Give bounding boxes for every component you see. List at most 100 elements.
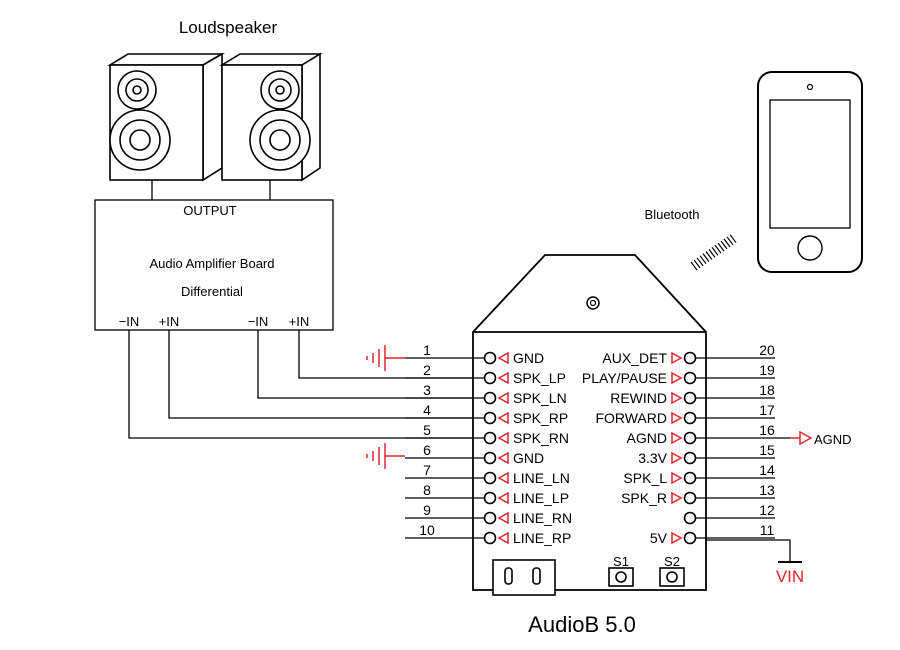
output-arrow-icon — [671, 451, 683, 465]
pin-pad — [683, 451, 697, 465]
pin-pad — [483, 371, 497, 385]
pin-label: SPK_R — [621, 490, 667, 506]
pin-pad — [483, 411, 497, 425]
output-arrow-icon — [671, 431, 683, 445]
audiob-module: S1 S2 — [472, 254, 707, 596]
pin-label: SPK_LP — [513, 370, 566, 386]
pin-number: 5 — [423, 422, 431, 438]
amp-input-label: +IN — [289, 314, 310, 329]
pin-number: 13 — [759, 482, 775, 498]
pin-pad — [683, 351, 697, 365]
pin-label: LINE_RP — [513, 530, 571, 546]
pin-number: 8 — [423, 482, 431, 498]
pin-label: FORWARD — [595, 410, 667, 426]
pin-label: SPK_LN — [513, 390, 567, 406]
pin-number: 18 — [759, 382, 775, 398]
pin-number: 20 — [759, 342, 775, 358]
input-arrow-icon — [497, 351, 509, 365]
right-pin: 3.3V 15 — [638, 442, 775, 466]
amp-title: Audio Amplifier Board — [149, 256, 274, 271]
right-pin: SPK_R 13 — [621, 482, 775, 506]
switch-s1[interactable] — [608, 567, 634, 587]
amp-input-wires — [128, 330, 485, 439]
ground-icon — [366, 345, 405, 371]
left-pin: LINE_RN9 — [405, 502, 572, 526]
pin-number: 3 — [423, 382, 431, 398]
amp-input-label: +IN — [159, 314, 180, 329]
pin-number: 1 — [423, 342, 431, 358]
left-pin: SPK_RP 4 — [405, 402, 568, 426]
input-arrow-icon — [497, 471, 509, 485]
output-arrow-icon — [671, 371, 683, 385]
loudspeaker-label: Loudspeaker — [179, 18, 278, 37]
amp-input-label: −IN — [248, 314, 269, 329]
pin-label: SPK_RN — [513, 430, 569, 446]
vin-label: VIN — [776, 567, 804, 586]
output-arrow-icon — [671, 491, 683, 505]
pin-label: LINE_LN — [513, 470, 570, 486]
input-arrow-icon — [497, 511, 509, 525]
switch-s2[interactable] — [659, 567, 685, 587]
pin-label: PLAY/PAUSE — [582, 370, 667, 386]
pin-label: SPK_RP — [513, 410, 568, 426]
pin-pad — [683, 471, 697, 485]
switch-s1-label: S1 — [613, 554, 629, 569]
pin-number: 15 — [759, 442, 775, 458]
right-speaker-icon — [219, 52, 323, 200]
left-pin: LINE_LN 7 — [405, 462, 570, 486]
input-arrow-icon — [497, 431, 509, 445]
pin-number: 7 — [423, 462, 431, 478]
usb-connector-icon — [492, 559, 556, 596]
pin-label: 5V — [650, 530, 668, 546]
vin-connector — [706, 539, 802, 563]
input-arrow-icon — [497, 491, 509, 505]
pin-pad — [683, 371, 697, 385]
pin-pad — [483, 391, 497, 405]
pin-label: REWIND — [610, 390, 667, 406]
pin-label: SPK_L — [623, 470, 667, 486]
pin-number: 2 — [423, 362, 431, 378]
pin-pad — [683, 411, 697, 425]
amp-input-label: −IN — [119, 314, 140, 329]
switch-s2-label: S2 — [664, 554, 680, 569]
pin-number: 6 — [423, 442, 431, 458]
agnd-arrow-icon — [790, 430, 813, 446]
pin-pad — [483, 511, 497, 525]
pin-pad — [683, 431, 697, 445]
bluetooth-label: Bluetooth — [645, 207, 700, 222]
agnd-label: AGND — [814, 432, 852, 447]
left-pin: SPK_RN 5 — [405, 422, 569, 446]
pin-number: 4 — [423, 402, 431, 418]
left-pin: GND 1 — [405, 342, 544, 366]
pin-label: LINE_RN — [513, 510, 572, 526]
pin-number: 16 — [759, 422, 775, 438]
pin-pad — [483, 351, 497, 365]
left-pin-header: GND1SPK_LP2SPK_LN3SPK_RP4SPK_RN5GND6LINE… — [405, 342, 572, 546]
pin-number: 12 — [759, 502, 775, 518]
pin-pad — [683, 511, 697, 525]
output-arrow-icon — [671, 411, 683, 425]
left-pin: SPK_LP 2 — [405, 362, 566, 386]
input-arrow-icon — [497, 531, 509, 545]
amp-output-label: OUTPUT — [183, 203, 237, 218]
input-arrow-icon — [497, 411, 509, 425]
amp-subtitle: Differential — [181, 284, 243, 299]
output-arrow-icon — [671, 351, 683, 365]
pin-pad — [683, 391, 697, 405]
right-pin: 12 — [683, 502, 775, 525]
left-pin: LINE_LP 8 — [405, 482, 569, 506]
pin-pad — [483, 531, 497, 545]
input-arrow-icon — [497, 371, 509, 385]
pin-label: 3.3V — [638, 450, 667, 466]
pin-label: LINE_LP — [513, 490, 569, 506]
left-pin: SPK_LN 3 — [405, 382, 567, 406]
right-pin: REWIND 18 — [610, 382, 775, 406]
pin-label: GND — [513, 350, 544, 366]
left-pin: GND 6 — [405, 442, 544, 466]
pin-label: GND — [513, 450, 544, 466]
pin-pad — [483, 491, 497, 505]
